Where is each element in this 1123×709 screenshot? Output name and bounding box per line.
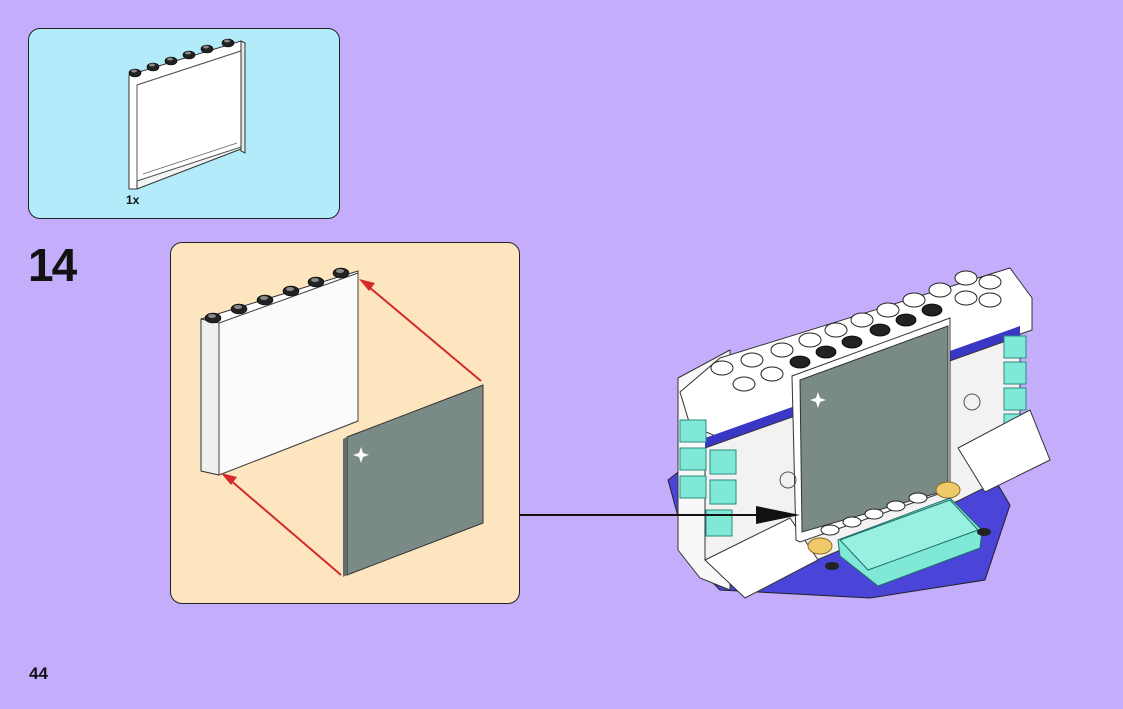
grey-sticker-tile-icon: [343, 384, 484, 577]
white-panel-icon: [128, 38, 246, 190]
red-arrow: [221, 279, 482, 576]
part-quantity: 1x: [126, 193, 140, 207]
insertion-arrow: [520, 506, 800, 524]
parts-list-box: 1x: [28, 28, 340, 219]
step-number: 14: [28, 239, 77, 291]
page-number: 44: [29, 664, 48, 683]
white-panel-icon: [200, 267, 359, 476]
callout-box: [170, 242, 520, 604]
